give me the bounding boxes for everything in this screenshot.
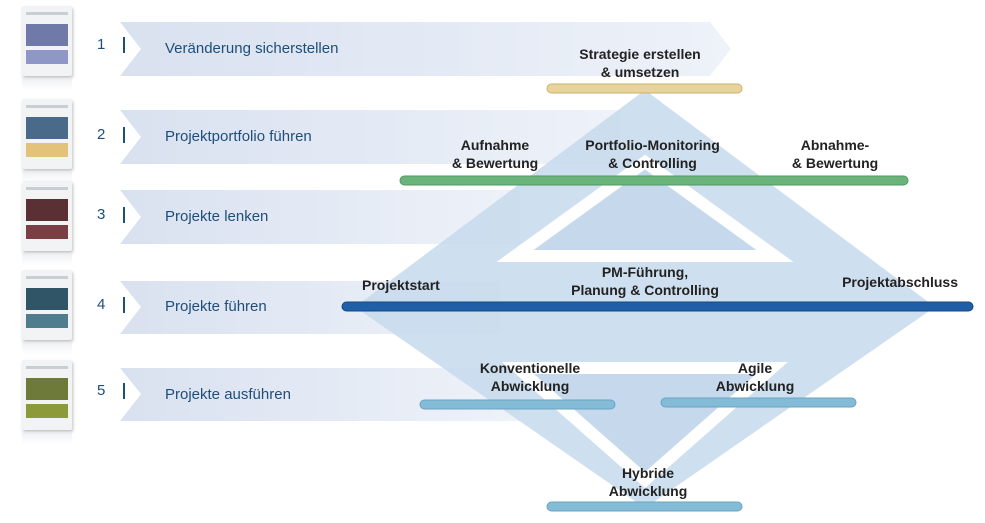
book-cover-1 bbox=[22, 6, 72, 90]
bar-strategie bbox=[546, 83, 743, 94]
label-hybride: Hybride Abwicklung bbox=[608, 465, 688, 499]
arrow-band-1 bbox=[120, 22, 731, 76]
label-strategie: Strategie erstellen & umsetzen bbox=[579, 46, 701, 80]
bar-agile bbox=[660, 397, 857, 408]
inner-triangle-lower bbox=[502, 362, 788, 488]
row-label-2: Projektportfolio führen bbox=[165, 128, 312, 145]
label-aufnahme: Aufnahme & Bewertung bbox=[451, 137, 539, 171]
arrow-band-5 bbox=[120, 368, 520, 421]
label-konventionell: Konventionelle Abwicklung bbox=[479, 360, 581, 394]
inner-triangle-upper bbox=[496, 154, 794, 262]
label-portfolio-monitoring: Portfolio-Monitoring & Controlling bbox=[585, 137, 720, 171]
label-projektstart: Projektstart bbox=[362, 277, 440, 293]
row-number-3: 3 bbox=[97, 207, 125, 223]
row-label-1: Veränderung sicherstellen bbox=[165, 40, 339, 57]
row-number-5: 5 bbox=[97, 383, 125, 399]
book-cover-4 bbox=[22, 270, 72, 354]
book-cover-2 bbox=[22, 99, 72, 183]
label-projektabschluss: Projektabschluss bbox=[842, 274, 958, 290]
row-number-4: 4 bbox=[97, 297, 125, 313]
row-number-1: 1 bbox=[97, 37, 125, 53]
row-number-2: 2 bbox=[97, 127, 125, 143]
bar-konventionell bbox=[419, 399, 616, 410]
arrow-band-3 bbox=[120, 190, 520, 244]
label-agile: Agile Abwicklung bbox=[715, 360, 795, 394]
row-label-3: Projekte lenken bbox=[165, 208, 269, 225]
label-pm-fuehrung: PM-Führung, Planung & Controlling bbox=[571, 264, 719, 298]
row-label-4: Projekte führen bbox=[165, 298, 267, 315]
arrow-band-2 bbox=[120, 110, 620, 164]
book-cover-5 bbox=[22, 360, 72, 444]
label-abnahme: Abnahme- & Bewertung bbox=[791, 137, 879, 171]
bar-projekte bbox=[341, 301, 974, 312]
bar-portfolio bbox=[399, 175, 909, 186]
book-cover-3 bbox=[22, 181, 72, 265]
row-label-5: Projekte ausführen bbox=[165, 386, 291, 403]
bar-hybride bbox=[546, 501, 743, 512]
